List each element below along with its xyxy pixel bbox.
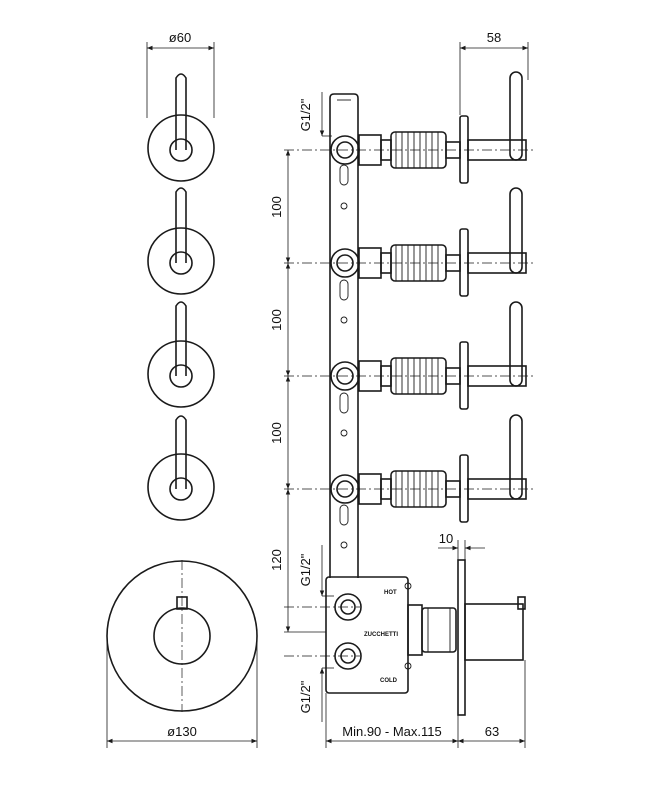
handle-depth-label: 63	[485, 724, 499, 739]
valve-assembly-3	[284, 301, 535, 410]
spacing-bottom-label: 120	[269, 549, 284, 571]
spacing-1-label: 100	[269, 196, 284, 218]
cold-label: COLD	[380, 678, 398, 684]
spacing-dimensions: 100 100 100 120	[269, 150, 326, 633]
plate-thickness-label: 10	[439, 531, 453, 546]
spacing-2-label: 100	[269, 309, 284, 331]
knob-rosette-1	[147, 73, 215, 182]
plate-diameter-dimension: ø130	[106, 636, 258, 748]
wall-depth-label: Min.90 - Max.115	[342, 724, 441, 739]
lever-depth-dimension: 58	[459, 30, 529, 115]
depth-dimensions: Min.90 - Max.115 63	[325, 660, 526, 748]
thread-bottom-label: G1/2"	[298, 680, 313, 713]
knob-rosette-3	[147, 301, 215, 408]
thermostatic-plate	[106, 560, 258, 712]
valve-assembly-4	[284, 414, 535, 523]
knob-diameter-label: ø60	[169, 30, 191, 45]
spacing-3-label: 100	[269, 422, 284, 444]
thread-top-label: G1/2"	[298, 98, 313, 131]
valve-assembly-2	[284, 187, 535, 297]
knob-rosette-2	[147, 187, 215, 295]
side-view: 58	[269, 30, 535, 748]
knob-rosette-4	[147, 415, 215, 521]
knob-diameter-dimension: ø60	[146, 30, 215, 118]
hot-label: HOT	[384, 590, 397, 596]
mounting-rail	[329, 93, 359, 578]
thread-callouts: G1/2" G1/2" G1/2"	[298, 92, 334, 722]
front-view: ø60	[106, 30, 258, 748]
brand-label: ZUCCHETTI	[364, 632, 398, 638]
thread-mid-label: G1/2"	[298, 553, 313, 586]
lever-depth-label: 58	[487, 30, 501, 45]
plate-thickness-dimension: 10	[438, 531, 485, 560]
plate-diameter-label: ø130	[167, 724, 197, 739]
thermostatic-body: HOT ZUCCHETTI COLD	[284, 559, 526, 716]
valve-assembly-1	[284, 71, 535, 184]
